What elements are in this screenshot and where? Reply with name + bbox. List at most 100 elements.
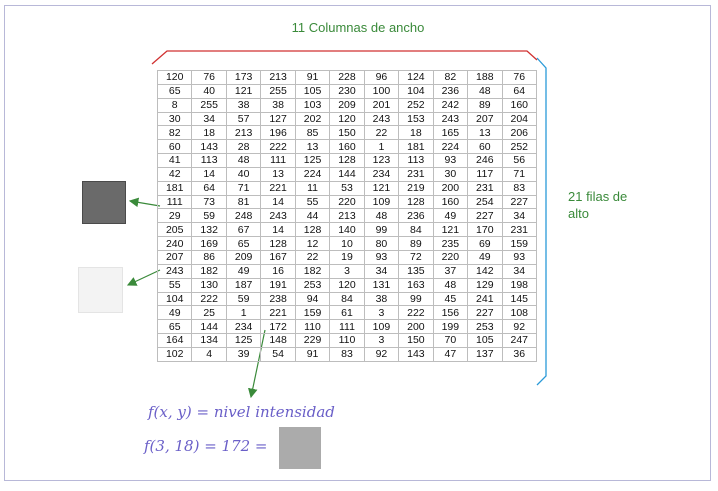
grid-cell: 93 — [363, 249, 400, 265]
grid-cell: 13 — [260, 166, 296, 182]
grid-cell: 57 — [225, 111, 262, 127]
grid-cell: 54 — [260, 346, 296, 362]
grid-cell: 150 — [398, 333, 434, 348]
grid-cell: 47 — [432, 346, 469, 362]
grid-cell: 153 — [398, 111, 434, 127]
grid-cell: 150 — [329, 125, 365, 141]
grid-cell: 99 — [398, 291, 434, 307]
grid-cell: 76 — [501, 70, 538, 85]
grid-cell: 45 — [432, 291, 469, 307]
grid-cell: 242 — [432, 97, 469, 113]
grid-cell: 235 — [432, 236, 469, 251]
grid-cell: 207 — [467, 111, 503, 127]
rows-bracket — [536, 57, 547, 386]
grid-cell: 44 — [294, 208, 331, 224]
grid-cell: 104 — [156, 291, 193, 307]
grid-cell: 111 — [260, 153, 296, 168]
grid-cell: 93 — [501, 249, 538, 265]
grid-cell: 255 — [260, 83, 296, 99]
grid-cell: 248 — [225, 208, 262, 224]
grid-cell: 84 — [329, 291, 365, 307]
grid-cell: 94 — [294, 291, 331, 307]
grid-cell: 109 — [363, 319, 400, 335]
columns-label: 11 Columnas de ancho — [291, 20, 425, 35]
grid-cell: 163 — [398, 277, 434, 293]
grid-cell: 254 — [467, 194, 503, 210]
grid-cell: 236 — [398, 208, 434, 224]
grid-cell: 60 — [156, 139, 193, 155]
grid-cell: 108 — [501, 305, 538, 321]
grid-cell: 199 — [432, 319, 469, 335]
grid-cell: 13 — [467, 125, 503, 141]
grid-cell: 104 — [398, 83, 434, 99]
grid-cell: 128 — [329, 153, 365, 168]
grid-cell: 230 — [329, 83, 365, 99]
grid-cell: 59 — [191, 208, 227, 224]
grid-cell: 196 — [260, 125, 296, 141]
grid-cell: 170 — [467, 222, 503, 238]
swatch-dark — [82, 181, 126, 224]
grid-cell: 181 — [398, 139, 434, 155]
grid-cell: 34 — [501, 263, 538, 279]
grid-cell: 81 — [225, 194, 262, 210]
grid-cell: 182 — [294, 263, 331, 279]
grid-cell: 73 — [191, 194, 227, 210]
grid-cell: 160 — [432, 194, 469, 210]
grid-cell: 92 — [363, 346, 400, 362]
grid-cell: 227 — [467, 305, 503, 321]
grid-cell: 228 — [329, 70, 365, 85]
grid-cell: 121 — [432, 222, 469, 238]
grid-cell: 111 — [329, 319, 365, 335]
grid-cell: 96 — [363, 70, 400, 85]
grid-cell: 85 — [294, 125, 331, 141]
grid-cell: 229 — [294, 333, 331, 348]
grid-cell: 137 — [467, 346, 503, 362]
grid-cell: 3 — [363, 305, 400, 321]
grid-cell: 56 — [501, 153, 538, 168]
grid-cell: 191 — [260, 277, 296, 293]
grid-cell: 128 — [398, 194, 434, 210]
grid-cell: 222 — [398, 305, 434, 321]
grid-cell: 213 — [225, 125, 262, 141]
grid-cell: 207 — [156, 249, 193, 265]
grid-cell: 209 — [329, 97, 365, 113]
grid-cell: 3 — [363, 333, 400, 348]
grid-cell: 82 — [432, 70, 469, 85]
grid-cell: 227 — [467, 208, 503, 224]
grid-cell: 164 — [156, 333, 193, 348]
grid-cell: 67 — [225, 222, 262, 238]
grid-cell: 243 — [260, 208, 296, 224]
grid-cell: 55 — [156, 277, 193, 293]
grid-cell: 144 — [329, 166, 365, 182]
grid-cell: 71 — [225, 180, 262, 196]
grid-cell: 105 — [294, 83, 331, 99]
grid-cell: 48 — [467, 83, 503, 99]
grid-cell: 83 — [329, 346, 365, 362]
grid-cell: 64 — [501, 83, 538, 99]
grid-cell: 38 — [363, 291, 400, 307]
grid-cell: 120 — [329, 277, 365, 293]
grid-cell: 127 — [260, 111, 296, 127]
grid-cell: 30 — [156, 111, 193, 127]
grid-cell: 213 — [329, 208, 365, 224]
grid-cell: 102 — [156, 346, 193, 362]
grid-cell: 227 — [501, 194, 538, 210]
grid-cell: 18 — [191, 125, 227, 141]
grid-cell: 86 — [191, 249, 227, 265]
grid-cell: 40 — [225, 166, 262, 182]
grid-cell: 142 — [467, 263, 503, 279]
grid-cell: 70 — [432, 333, 469, 348]
grid-cell: 234 — [363, 166, 400, 182]
grid-cell: 61 — [329, 305, 365, 321]
grid-cell: 131 — [363, 277, 400, 293]
